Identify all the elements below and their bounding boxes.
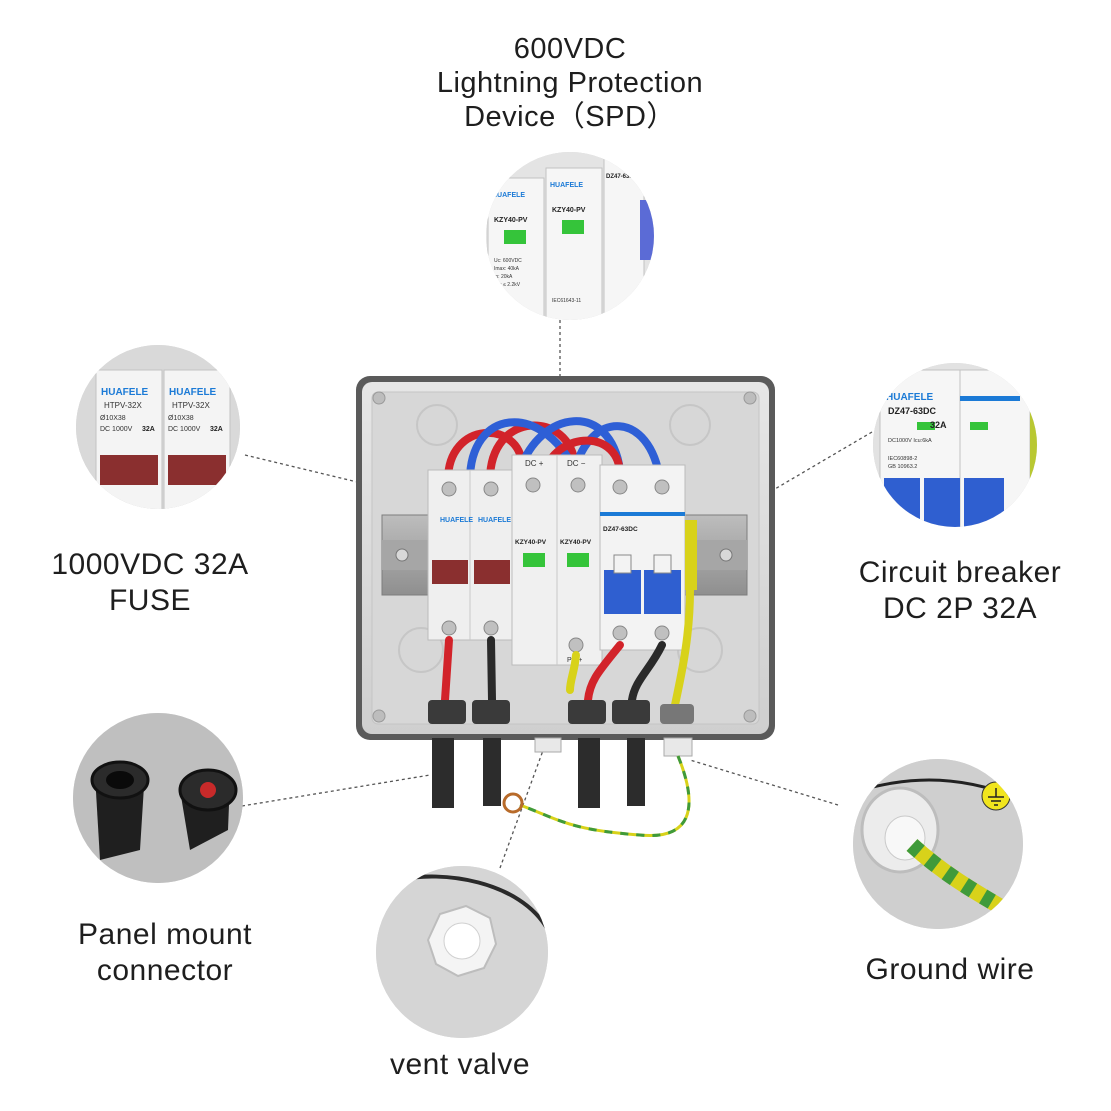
spd-closeup-circle: HUAFELE HUAFELE KZY40-PV KZY40-PV Uc: 60… [486,152,654,320]
ground-wire-callout-label: Ground wire [855,952,1045,988]
fuse-closeup-rating-2: DC 1000V [168,426,201,433]
spd-callout-line-1: 600VDC [513,33,627,65]
fuse-callout-line-1: 1000VDC 32A [51,548,249,581]
enclosure: HUAFELE HUAFELE DC + DC − KZY40-PV KZY40… [356,376,775,740]
external-connectors [432,737,693,838]
fuse-closeup-circle: HUAFELE HUAFELE HTPV-32X HTPV-32X Ø10X38… [76,345,240,509]
breaker-callout-line-2: DC 2P 32A [882,592,1038,625]
spd-spec-in: In: 20kA [494,274,513,280]
vent-valve-leader-line [499,744,546,869]
fuse-closeup-model-2: HTPV-32X [172,401,210,410]
fuse-leader-line [244,454,433,501]
panel-connector-line-1: Panel mount [78,918,252,951]
fuse-brand-2: HUAFELE [478,517,511,524]
fuse-closeup-size-2: Ø10X38 [168,415,194,422]
spd-spec-ip: IP20 [494,290,505,296]
spd-spec-imax: Imax: 40kA [494,266,520,272]
breaker-closeup-circle: HUAFELE DZ47-63DC 32A DC1000V Icu:6kA IE… [873,363,1037,527]
fuse-closeup-brand-1: HUAFELE [101,387,149,398]
ground-wire-leader-line [689,759,839,806]
panel-connector-leader-line [241,774,431,807]
spd-callout-line-2: Lightning Protection [436,67,704,99]
fuse-brand-1: HUAFELE [440,517,473,524]
fuse-closeup-rating-1: DC 1000V [100,426,133,433]
spd-callout-line-3: Device（SPD） [464,101,676,133]
fuse-closeup-size-1: Ø10X38 [100,415,126,422]
spd-closeup-breaker-model: DZ47-63DC [606,174,639,180]
spd-closeup-model-2: KZY40-PV [552,207,586,214]
vent-valve-line-1: vent valve [389,1048,531,1081]
breaker-closeup-brand: HUAFELE [886,392,934,403]
spd-model-2: KZY40-PV [560,539,592,546]
breaker-callout-label: Circuit breaker DC 2P 32A [850,555,1070,627]
panel-connector-line-2: connector [96,954,234,987]
spd-closeup-model-1: KZY40-PV [494,217,528,224]
terminal-dc-minus: DC − [567,459,586,468]
ground-wire-line-1: Ground wire [865,953,1035,986]
vent-valve-closeup-circle [376,866,548,1038]
breaker-closeup-spec: DC1000V Icu:6kA [888,438,932,444]
ground-wire-closeup-circle [853,759,1023,929]
fuse-callout-line-2: FUSE [108,584,191,617]
spd-closeup-brand-2: HUAFELE [550,182,583,189]
fuse-closeup-model-1: HTPV-32X [104,401,142,410]
fuse-holders: HUAFELE HUAFELE [427,469,513,641]
spd-callout-label: 600VDC Lightning Protection Device（SPD） [400,32,740,134]
fuse-closeup-amps-1: 32A [142,426,155,433]
spd-spec-up: Up: ≤ 2.2kV [494,282,521,288]
spd-closeup-brand-1: HUAFELE [492,192,525,199]
spd-standard: IEC61643-11 [552,298,581,304]
spd-spec-uc: Uc: 600VDC [494,258,522,264]
spd-modules: DC + DC − KZY40-PV KZY40-PV PE/+ [511,454,603,666]
fuse-closeup-brand-2: HUAFELE [169,387,217,398]
breaker-closeup-standard-1: IEC60898-2 [888,456,917,462]
panel-connector-closeup-circle [73,713,243,883]
breaker-model-small: DZ47-63DC [603,526,638,533]
vent-valve-callout-label: vent valve [380,1047,540,1083]
fuse-closeup-amps-2: 32A [210,426,223,433]
terminal-dc-plus: DC + [525,459,544,468]
breaker-closeup-model: DZ47-63DC [888,406,937,416]
fuse-callout-label: 1000VDC 32A FUSE [40,547,260,619]
breaker-callout-line-1: Circuit breaker [858,556,1062,589]
breaker-closeup-amps: 32A [930,420,947,430]
circuit-breaker: DZ47-63DC [599,464,697,651]
spd-model-1: KZY40-PV [515,539,547,546]
breaker-closeup-standard-2: GB 10963.2 [888,464,917,470]
panel-connector-callout-label: Panel mount connector [60,917,270,989]
